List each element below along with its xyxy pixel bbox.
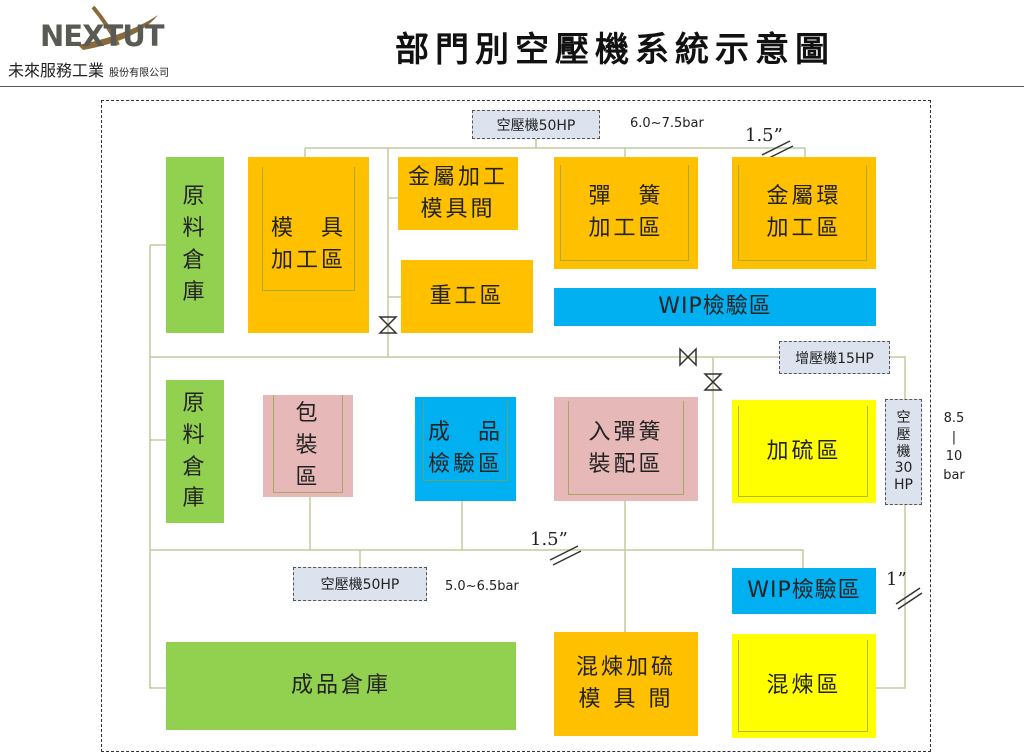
pipe-size-middle: 1.5” [530, 529, 568, 550]
logo-swoosh-icon [78, 5, 158, 50]
area-spring-assembly: 入彈簧 裝配區 [554, 397, 698, 501]
pipe-top-trunk [387, 148, 401, 357]
valve-icon [703, 373, 723, 391]
pressure-label-top: 6.0~7.5bar [630, 116, 704, 131]
area-label: 成 品 檢驗區 [427, 420, 503, 477]
logo-brand: NEXTUT [40, 19, 165, 53]
area-spring-processing: 彈 簧 加工區 [554, 157, 698, 269]
compressor-30hp: 空 壓 機 30 HP [885, 399, 922, 505]
page-title: 部門別空壓機系統示意圖 [395, 30, 835, 70]
pipe-left-trunk [149, 244, 166, 689]
area-raw-material-1: 原 料 倉 庫 [166, 157, 224, 333]
area-label: 入彈簧 裝配區 [588, 420, 664, 477]
area-packaging: 包 裝 區 [263, 395, 353, 497]
diagram-frame [101, 100, 931, 752]
logo-suffix: 股份有限公司 [109, 68, 170, 79]
area-rework: 重工區 [401, 260, 533, 333]
pipe-bottom-main [150, 497, 804, 632]
logo: NEXTUT 未來服務工業 股份有限公司 [8, 5, 208, 80]
booster-15hp: 增壓機15HP [779, 341, 890, 374]
area-vulcanization: 加硫區 [732, 400, 876, 503]
compressor-50hp-bottom: 空壓機50HP [293, 567, 427, 601]
valve-icon [679, 347, 697, 367]
pipe-size-mark-icon [549, 545, 582, 566]
area-wip-inspection-top: WIP檢驗區 [554, 288, 876, 326]
header-divider [0, 86, 1024, 87]
area-mixing: 混煉區 [732, 634, 876, 738]
area-raw-material-2: 原 料 倉 庫 [166, 380, 224, 523]
valve-icon [378, 316, 398, 334]
area-ring-processing: 金屬環 加工區 [732, 157, 876, 269]
area-mixing-mold-room: 混煉加硫 模 具 間 [554, 632, 698, 736]
pipe-top-main [304, 139, 806, 157]
pressure-label-30hp: 8.5 | 10 bar [943, 411, 965, 483]
area-label: 混煉區 [766, 673, 842, 699]
area-mold-processing: 模 具 加工區 [248, 157, 369, 333]
area-label: 金屬環 加工區 [766, 184, 842, 241]
pipe-size-right: 1” [886, 569, 907, 590]
pressure-label-bottom: 5.0~6.5bar [445, 579, 519, 594]
area-label: 彈 簧 加工區 [588, 184, 664, 241]
area-finished-goods-warehouse: 成品倉庫 [166, 642, 516, 730]
area-final-inspection: 成 品 檢驗區 [415, 397, 516, 501]
area-metal-mold-room: 金屬加工 模具間 [398, 157, 518, 230]
pipe-size-mark-icon [895, 587, 923, 610]
area-label: 包 裝 區 [295, 401, 321, 490]
pipe-size-top: 1.5” [745, 125, 783, 146]
area-wip-inspection-bottom: WIP檢驗區 [732, 568, 876, 614]
compressor-50hp-top: 空壓機50HP [472, 110, 600, 139]
logo-company: 未來服務工業 [8, 61, 105, 80]
pipe-middle-main [150, 356, 906, 689]
area-label: 模 具 加工區 [270, 216, 346, 273]
area-label: 加硫區 [766, 438, 842, 464]
